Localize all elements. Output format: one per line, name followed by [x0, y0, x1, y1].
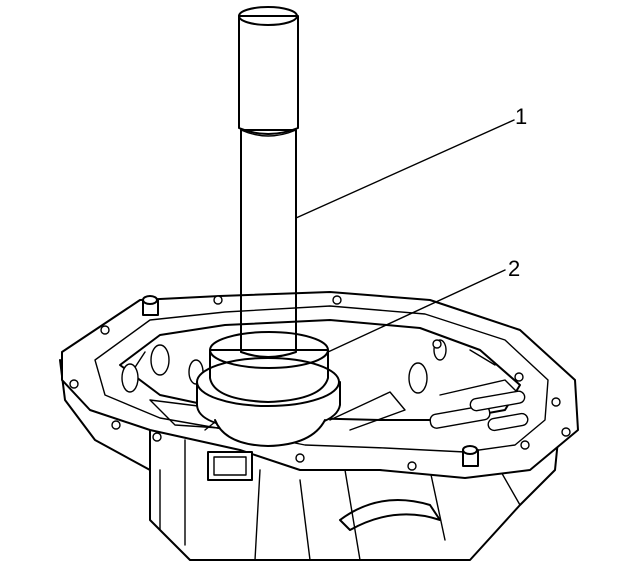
- callout-1: 1: [295, 104, 527, 219]
- tool-shaft: [238, 6, 299, 358]
- callout-label-2: 2: [508, 256, 520, 281]
- leader-line-2: [327, 269, 506, 353]
- callout-label-1: 1: [515, 104, 527, 129]
- installer-adapter: [196, 331, 341, 447]
- callout-2: 2: [327, 256, 520, 353]
- leader-line-1: [295, 119, 515, 219]
